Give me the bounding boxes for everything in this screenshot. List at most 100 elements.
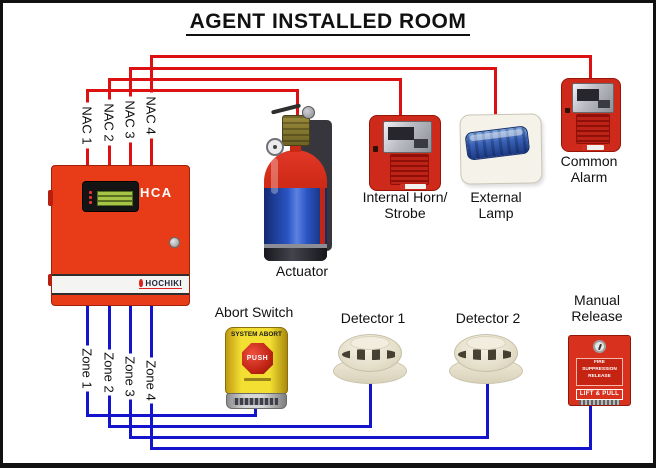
nac-3-wire-drop	[494, 67, 497, 117]
internal-horn-strobe-label-line2: Strobe	[384, 205, 426, 221]
strobe-lens-detail	[388, 127, 414, 140]
zone-3-wire-run	[129, 436, 489, 439]
external-lamp-label-line1: External	[470, 189, 522, 205]
external-lamp-device	[459, 113, 543, 185]
strobe-lens-detail-2	[413, 139, 428, 148]
manual-release-device: FIRE SUPPRESSION RELEASE LIFT & PULL	[568, 335, 631, 406]
brand-flame-icon	[139, 279, 144, 287]
common-alarm-label-line1: Common	[560, 153, 618, 169]
panel-led-3	[89, 201, 92, 204]
internal-horn-strobe-device	[369, 115, 441, 191]
zone-4-label: Zone 4	[143, 357, 159, 404]
external-lamp-lens	[464, 125, 531, 161]
detector-1-device	[333, 332, 407, 384]
panel-hinge-top	[48, 190, 53, 206]
actuator-valve	[282, 115, 310, 146]
panel-lcd-display	[82, 181, 139, 212]
detector-2-label: Detector 2	[455, 310, 521, 326]
manual-release-text-panel: FIRE SUPPRESSION RELEASE	[576, 358, 623, 386]
manual-release-keyhole	[593, 340, 606, 353]
nac-4-wire-run	[150, 55, 592, 58]
horn-speaker-grille	[390, 154, 429, 185]
actuator-pressure-gauge	[266, 138, 284, 156]
detector-2-vents	[458, 349, 514, 360]
zone-4-wire-riser	[589, 404, 592, 450]
actuator-cylinder-stripe	[320, 188, 325, 248]
page-title: AGENT INSTALLED ROOM	[3, 10, 653, 36]
actuator-solenoid	[302, 106, 315, 119]
manual-release-label-line1: Manual	[574, 292, 620, 308]
manual-release-label: Manual Release	[557, 292, 637, 324]
horn-mount-dot	[373, 146, 378, 152]
actuator-neck	[290, 142, 301, 152]
manual-release-label-line2: Release	[571, 308, 623, 324]
detector-1-label: Detector 1	[340, 310, 406, 326]
abort-switch-base	[226, 393, 287, 409]
common-alarm-grille	[576, 114, 610, 144]
zone-1-label: Zone 1	[79, 345, 95, 392]
detector-1-vents	[342, 349, 398, 360]
zone-1-wire-riser	[254, 405, 257, 417]
common-alarm-label-line2: Alarm	[570, 169, 608, 185]
nac-3-wire-run	[129, 67, 497, 70]
abort-switch-body: SYSTEM ABORT PUSH	[225, 327, 288, 394]
detector-1-cap	[350, 336, 390, 350]
panel-model-label: HCA	[140, 185, 173, 200]
common-alarm-strobe-lens	[572, 83, 614, 113]
internal-horn-strobe-label-line1: Internal Horn/	[362, 189, 448, 205]
zone-3-label: Zone 3	[122, 353, 138, 400]
detector-2-device	[449, 332, 523, 384]
zone-3-wire-riser	[486, 381, 489, 439]
abort-switch-base-band	[233, 398, 280, 405]
nac-4-label: NAC 4	[143, 92, 159, 139]
manual-release-action-text: LIFT & PULL	[576, 389, 623, 400]
panel-brand-text: HOCHIKI	[145, 279, 182, 288]
common-alarm-label: Common Alarm	[544, 153, 634, 185]
actuator-cylinder	[264, 150, 327, 261]
manual-release-text-line2: SUPPRESSION	[582, 366, 617, 372]
nac-1-wire-drop	[296, 89, 299, 116]
external-lamp-label: External Lamp	[451, 189, 541, 221]
lcd-screen	[97, 191, 133, 206]
horn-name-tag	[400, 184, 426, 189]
actuator-cylinder-ring	[264, 244, 327, 248]
nac-2-wire-drop	[399, 78, 402, 118]
nac-1-label: NAC 1	[79, 102, 95, 149]
detector-2-cap	[466, 336, 506, 350]
common-alarm-lens-detail-2	[598, 99, 610, 108]
abort-switch-device: SYSTEM ABORT PUSH	[225, 327, 288, 409]
common-alarm-name-tag	[582, 145, 604, 150]
manual-release-text-line1: FIRE	[594, 359, 605, 365]
nac-2-wire-run	[108, 78, 402, 81]
zone-2-wire-run	[108, 425, 372, 428]
zone-2-wire-riser	[369, 381, 372, 428]
zone-1-wire-run	[86, 414, 257, 417]
manual-release-bottom-strip	[579, 400, 620, 405]
panel-hinge-bottom	[48, 274, 53, 286]
panel-brand-stripe: HOCHIKI	[52, 274, 189, 295]
abort-switch-fine-print	[244, 378, 271, 381]
nac-1-wire-run	[86, 89, 299, 92]
abort-switch-header-text: SYSTEM ABORT	[231, 331, 282, 338]
fire-control-panel: HCA HOCHIKI	[48, 165, 190, 306]
panel-led-1	[89, 191, 92, 194]
common-alarm-mount-dot	[565, 108, 570, 113]
actuator-label: Actuator	[275, 263, 329, 279]
page-title-text: AGENT INSTALLED ROOM	[185, 10, 471, 36]
actuator-cylinder-sheen	[271, 158, 278, 194]
common-alarm-lens-detail	[577, 89, 599, 101]
panel-keyhole	[169, 237, 180, 248]
internal-horn-strobe-label: Internal Horn/ Strobe	[350, 189, 460, 221]
actuator-cylinder-base	[264, 248, 327, 261]
panel-brand: HOCHIKI	[139, 279, 182, 289]
manual-release-text-line3: RELEASE	[588, 373, 611, 379]
nac-3-label: NAC 3	[122, 96, 138, 143]
zone-2-label: Zone 2	[101, 349, 117, 396]
abort-push-button: PUSH	[242, 343, 273, 374]
strobe-lens	[383, 121, 432, 153]
actuator-cylinder-label-band	[264, 188, 327, 248]
nac-4-wire-drop	[589, 55, 592, 82]
zone-4-wire-run	[150, 447, 592, 450]
common-alarm-device	[561, 78, 621, 152]
